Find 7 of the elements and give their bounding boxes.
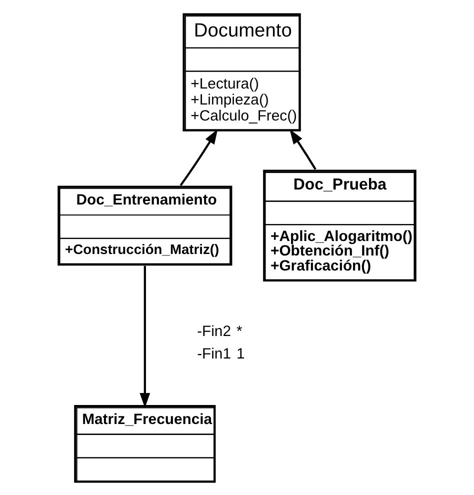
arrow [180,128,218,186]
label: 1 [236,346,245,362]
arrow [290,128,316,170]
arrow [140,265,150,408]
label: * [236,324,242,340]
label: -Fin2 [197,324,232,340]
label: -Fin1 [197,346,232,362]
